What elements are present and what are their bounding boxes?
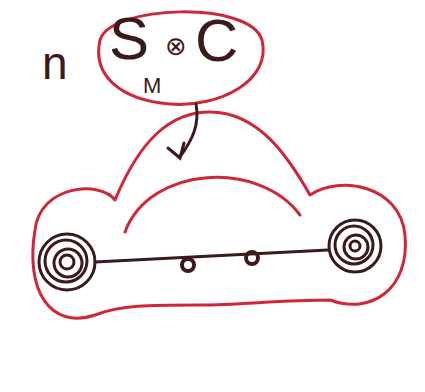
math-symbol: M: [143, 75, 161, 97]
right-end-scribble: [329, 220, 381, 272]
tensor-oval: SM⊗ C: [95, 5, 265, 105]
blob-outline: [33, 112, 406, 318]
math-symbol: C: [195, 11, 238, 71]
multiplier-label: n: [42, 40, 68, 86]
left-end-scribble: [39, 234, 95, 290]
graph-bar: [95, 250, 328, 262]
math-symbol: S: [109, 9, 149, 69]
arrow-head: [168, 143, 184, 158]
graph-dot: [182, 259, 194, 271]
math-symbol: ⊗: [165, 33, 187, 59]
inner-arch: [125, 177, 300, 232]
graph-dot: [246, 252, 258, 264]
